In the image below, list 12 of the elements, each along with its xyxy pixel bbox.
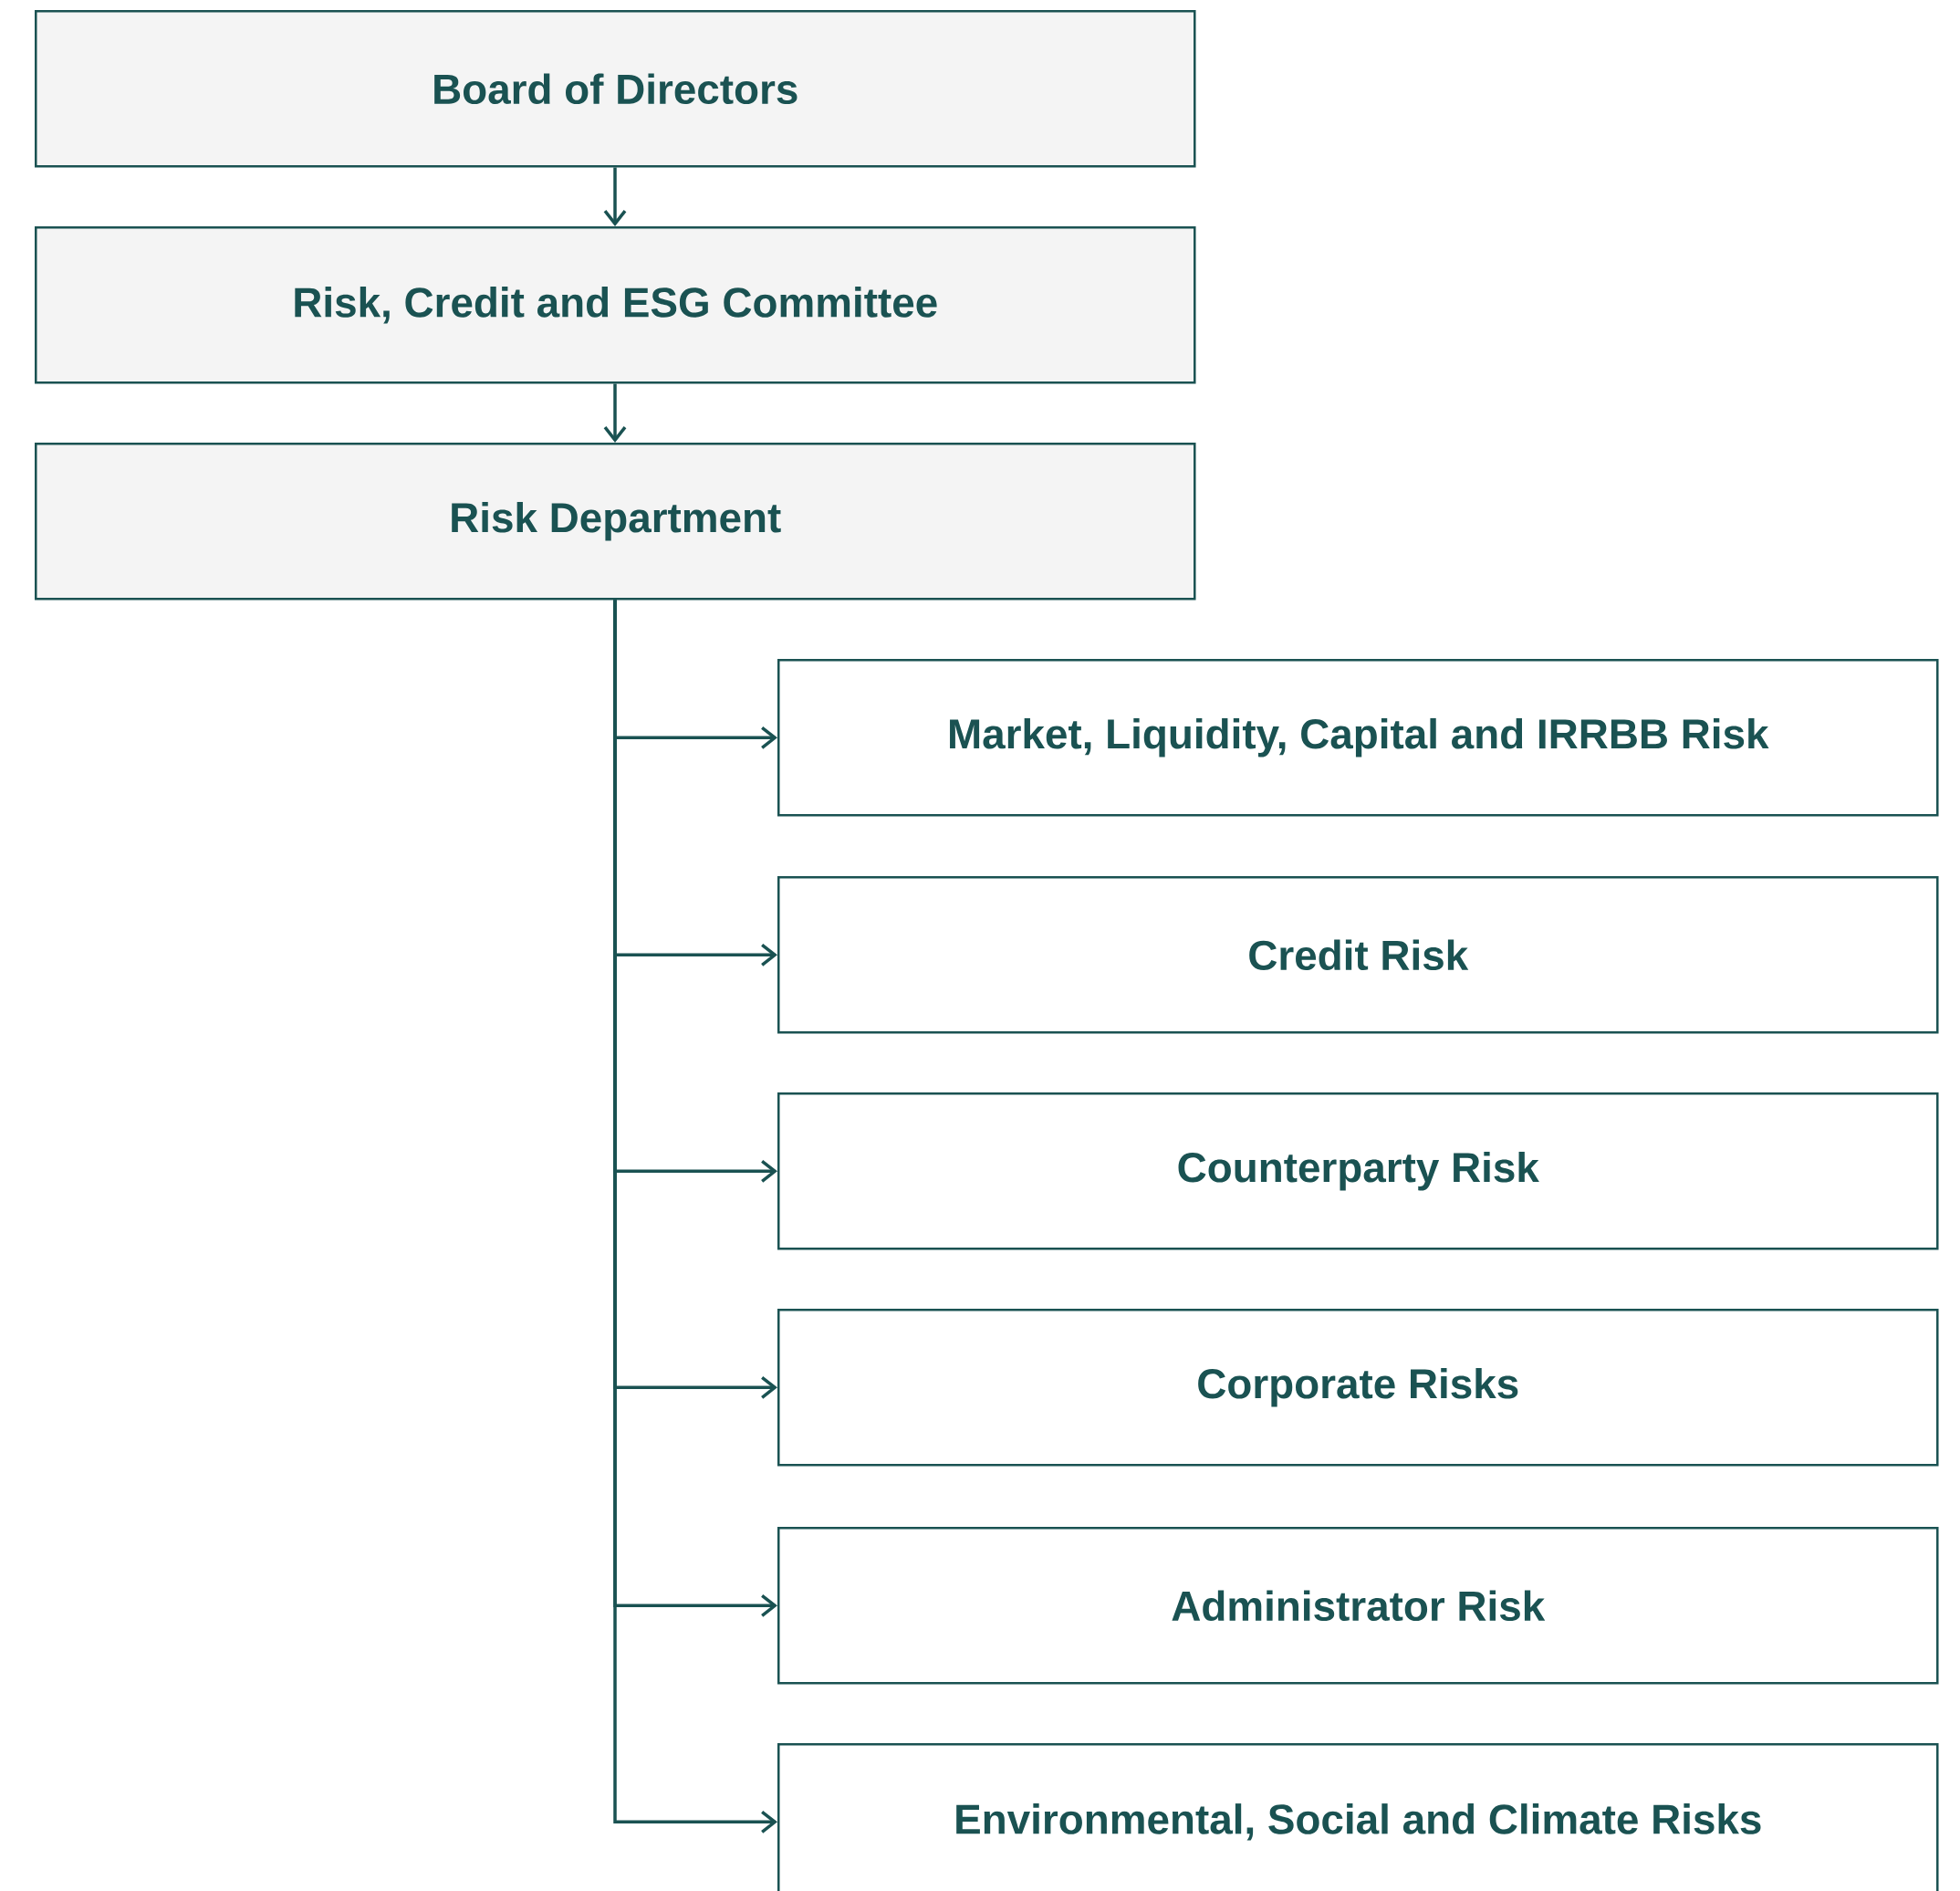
- org-box: Environmental, Social and Climate Risks: [777, 1743, 1939, 1891]
- arrow: [603, 383, 627, 443]
- org-box: Market, Liquidity, Capital and IRRBB Risk: [777, 659, 1939, 817]
- org-box: Board of Directors: [35, 10, 1196, 168]
- org-box: Counterparty Risk: [777, 1092, 1939, 1250]
- org-box: Corporate Risks: [777, 1309, 1939, 1467]
- org-box: Risk Department: [35, 443, 1196, 601]
- org-box: Administrator Risk: [777, 1527, 1939, 1685]
- org-box: Credit Risk: [777, 876, 1939, 1034]
- org-box: Risk, Credit and ESG Committee: [35, 226, 1196, 384]
- arrow: [613, 600, 777, 1834]
- arrow: [603, 167, 627, 226]
